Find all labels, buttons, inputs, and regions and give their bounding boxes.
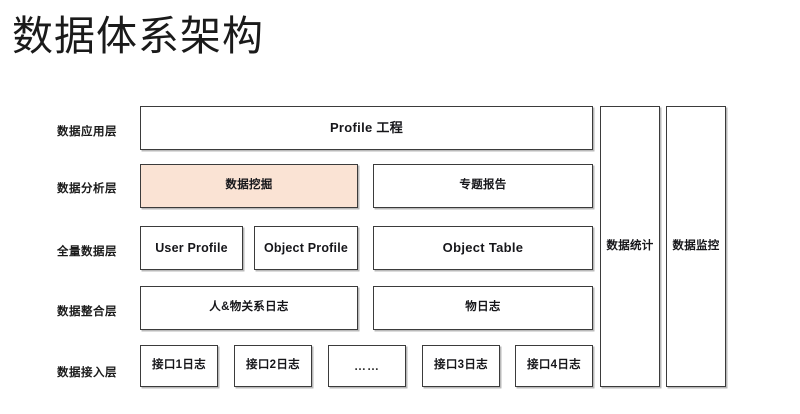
- box-data-mining[interactable]: 数据挖掘: [140, 164, 358, 208]
- box-object-profile[interactable]: Object Profile: [254, 226, 358, 270]
- row-label-data-analysis-layer: 数据分析层: [57, 183, 117, 195]
- box-interface-3-log[interactable]: 接口3日志: [422, 345, 500, 387]
- row-label-full-data-layer: 全量数据层: [57, 246, 117, 258]
- box-object-log[interactable]: 物日志: [373, 286, 593, 330]
- box-user-profile[interactable]: User Profile: [140, 226, 243, 270]
- box-interface-1-log[interactable]: 接口1日志: [140, 345, 218, 387]
- column-data-statistics[interactable]: 数据统计: [600, 106, 660, 387]
- row-label-data-access-layer: 数据接入层: [57, 367, 117, 379]
- box-ellipsis[interactable]: ……: [328, 345, 406, 387]
- row-label-data-integration-layer: 数据整合层: [57, 306, 117, 318]
- box-interface-2-log[interactable]: 接口2日志: [234, 345, 312, 387]
- column-data-monitoring[interactable]: 数据监控: [666, 106, 726, 387]
- box-profile-engineering[interactable]: Profile 工程: [140, 106, 593, 150]
- box-topic-report[interactable]: 专题报告: [373, 164, 593, 208]
- box-object-table[interactable]: Object Table: [373, 226, 593, 270]
- page-title: 数据体系架构: [12, 13, 264, 59]
- box-person-object-relation-log[interactable]: 人&物关系日志: [140, 286, 358, 330]
- box-interface-4-log[interactable]: 接口4日志: [515, 345, 593, 387]
- row-label-data-application-layer: 数据应用层: [57, 126, 117, 138]
